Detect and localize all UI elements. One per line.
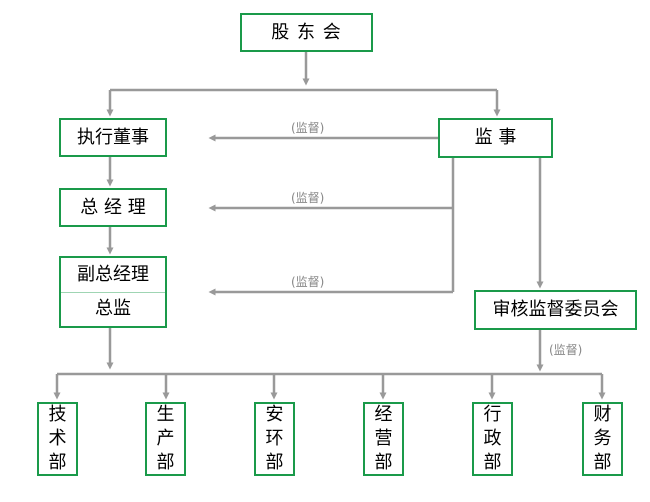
dept-char: 政 xyxy=(483,428,502,449)
dept-char: 技 xyxy=(48,404,67,425)
dept-char: 营 xyxy=(374,428,393,449)
dept-char: 产 xyxy=(156,428,175,449)
node-supervisor: 监 事 xyxy=(438,118,553,158)
dept-char: 部 xyxy=(265,452,284,473)
node-audit-committee: 审核监督委员会 xyxy=(474,290,637,330)
dept-char: 财 xyxy=(593,404,612,425)
dept-char: 部 xyxy=(48,452,67,473)
node-shareholders: 股 东 会 xyxy=(240,13,373,52)
dept-char: 环 xyxy=(265,428,284,449)
dept-safety-environment: 安 环 部 xyxy=(254,402,295,476)
dept-char: 生 xyxy=(156,404,175,425)
dept-technology: 技 术 部 xyxy=(37,402,78,476)
dept-business: 经 营 部 xyxy=(363,402,404,476)
dept-administration: 行 政 部 xyxy=(472,402,513,476)
supervision-label: (监督) xyxy=(291,275,325,289)
dept-char: 部 xyxy=(483,452,502,473)
node-deputy-general-manager: 副总经理 xyxy=(77,263,149,285)
dept-char: 经 xyxy=(374,404,393,425)
supervision-label: (监督) xyxy=(291,121,325,135)
node-divider xyxy=(61,291,165,293)
node-deputy-gm-director: 副总经理 总监 xyxy=(59,256,167,328)
supervision-label: (监督) xyxy=(549,343,583,357)
supervision-label: (监督) xyxy=(291,191,325,205)
dept-finance: 财 务 部 xyxy=(582,402,623,476)
dept-char: 部 xyxy=(374,452,393,473)
dept-char: 术 xyxy=(48,428,67,449)
node-executive-director: 执行董事 xyxy=(59,118,167,157)
dept-char: 务 xyxy=(593,428,612,449)
dept-char: 部 xyxy=(593,452,612,473)
dept-char: 安 xyxy=(265,404,284,425)
dept-production: 生 产 部 xyxy=(145,402,186,476)
node-general-manager: 总 经 理 xyxy=(59,188,167,227)
dept-char: 行 xyxy=(483,404,502,425)
dept-char: 部 xyxy=(156,452,175,473)
node-director: 总监 xyxy=(95,298,131,320)
